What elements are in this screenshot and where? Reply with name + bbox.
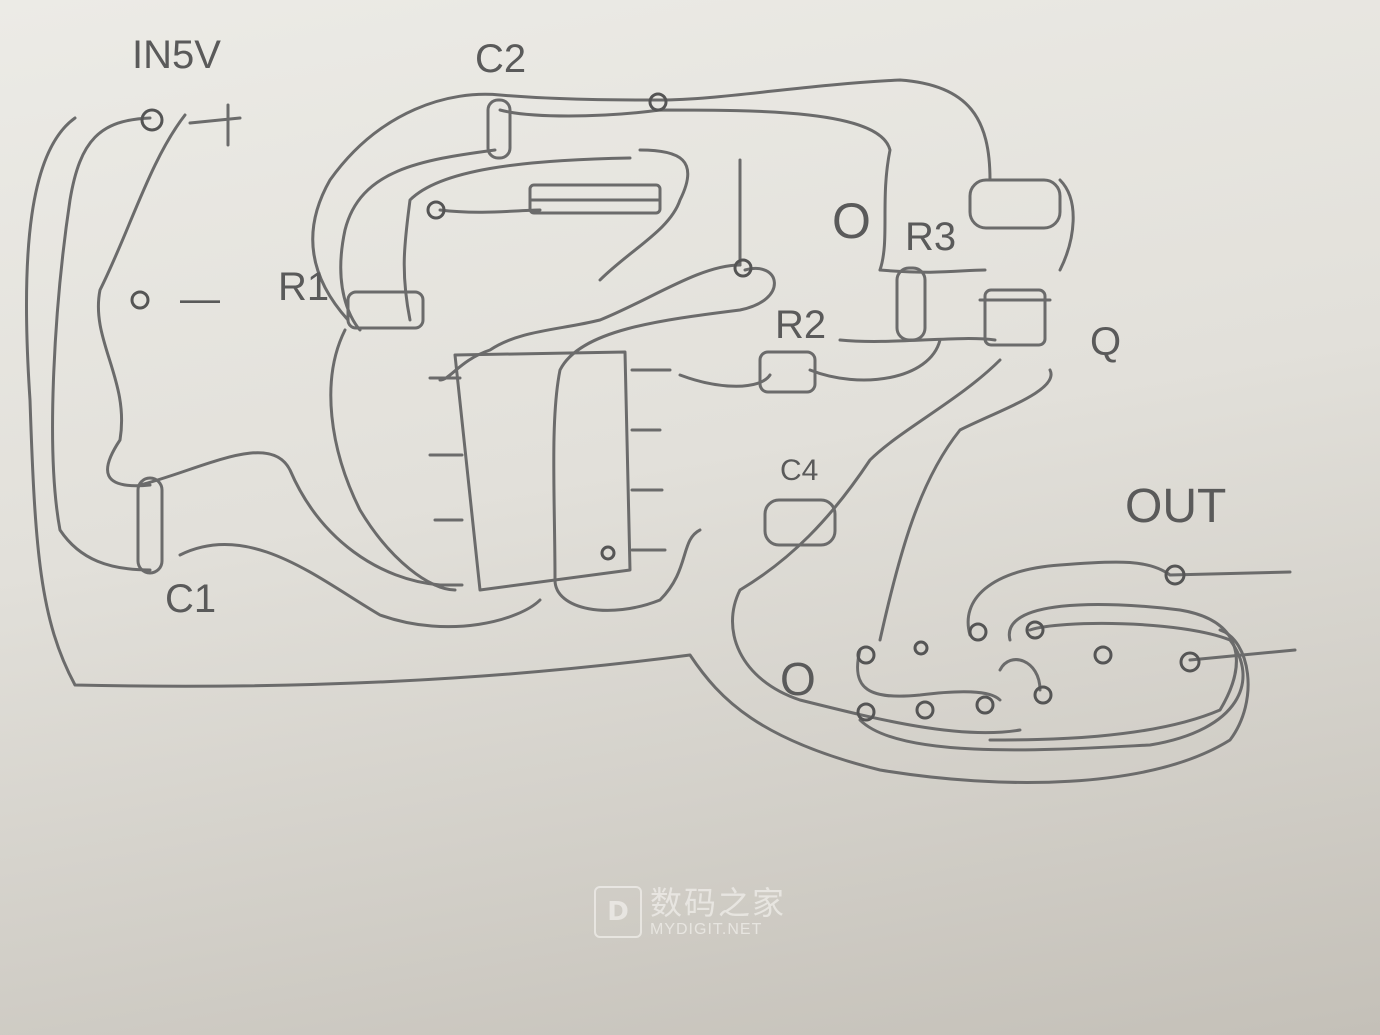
labels: IN5V — C2 R1 R2 R3 Q C4 C1 OUT O O: [132, 33, 1226, 705]
watermark-chinese: 数码之家: [650, 884, 787, 922]
r1-resistor: [346, 290, 425, 330]
c4-capacitor: [763, 498, 837, 547]
watermark: D 数码之家 MYDIGIT.NET: [594, 885, 786, 939]
watermark-english: MYDIGIT.NET: [650, 921, 763, 938]
watermark-logo: D: [594, 886, 642, 938]
label-c1: C1: [165, 577, 216, 621]
c1-capacitor: [136, 476, 164, 575]
components: [136, 98, 1062, 575]
label-r2: R2: [775, 303, 826, 347]
pads: [130, 92, 1201, 722]
label-c4: C4: [780, 454, 818, 487]
label-out: OUT: [1125, 480, 1226, 533]
pot: [968, 178, 1062, 230]
traces: [24, 78, 1297, 784]
ic-chip: [428, 350, 672, 592]
r2-resistor: [758, 350, 817, 394]
label-input: IN5V: [132, 33, 221, 77]
label-q: Q: [1090, 320, 1121, 364]
trimmer: [528, 183, 662, 215]
mounting-hole: O: [780, 653, 816, 705]
label-r3: R3: [905, 215, 956, 259]
label-r1: R1: [278, 265, 329, 309]
q-transistor: [983, 288, 1047, 347]
c2-capacitor: [486, 98, 512, 160]
label-c2: C2: [475, 37, 526, 81]
r3-resistor: [895, 266, 927, 342]
label-minus: —: [180, 277, 220, 321]
mounting-hole: O: [832, 193, 871, 249]
